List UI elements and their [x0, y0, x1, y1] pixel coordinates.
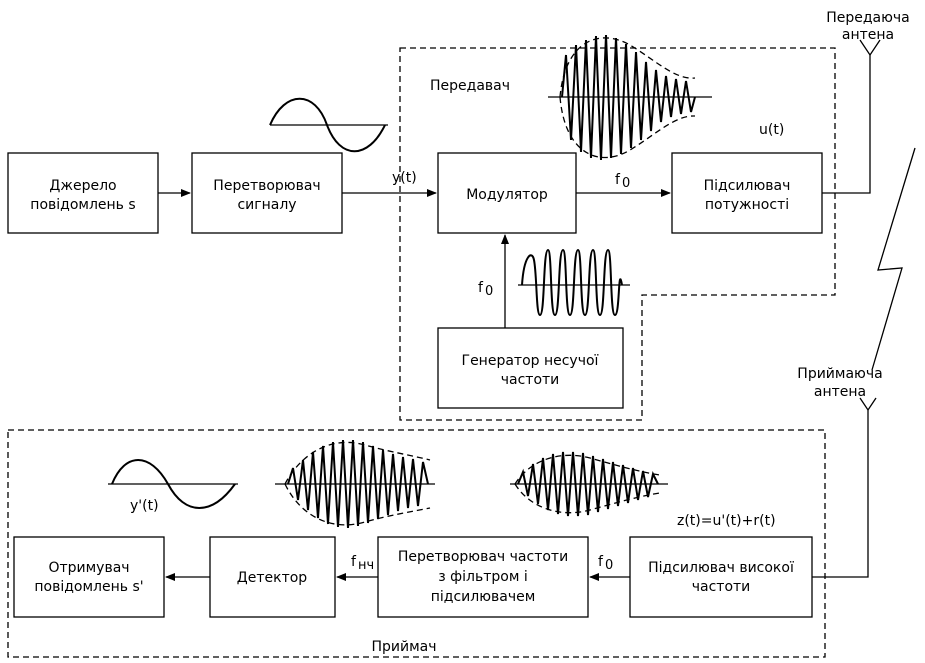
- u-t-label: u(t): [759, 122, 784, 138]
- am-wave-transmitter-icon: [548, 34, 712, 161]
- svg-text:f: f: [615, 172, 621, 188]
- power-amplifier-label-line1: Підсилювач: [704, 178, 791, 194]
- y-prime-t-label: y'(t): [130, 498, 159, 514]
- svg-text:нч: нч: [358, 558, 374, 573]
- frequency-converter-label-line2: з фільтром і: [438, 569, 527, 585]
- wire-amplifier-to-antenna: [822, 55, 871, 194]
- signal-converter-label-line2: сигналу: [237, 197, 296, 213]
- modulator-block: Модулятор: [437, 152, 577, 234]
- frequency-converter-label-line3: підсилювачем: [431, 589, 536, 605]
- am-wave-received-small-icon: [510, 451, 668, 517]
- frequency-converter-block: Перетворювач частоти з фільтром і підсил…: [377, 536, 589, 618]
- receive-antenna-label-line1: Приймаюча: [797, 366, 882, 382]
- detector-block: Детектор: [209, 536, 336, 618]
- frequency-converter-label-line1: Перетворювач частоти: [398, 549, 568, 565]
- transmitter-label: Передавач: [430, 78, 510, 94]
- svg-text:0: 0: [622, 176, 630, 191]
- signal-converter-block: Перетворювач сигналу: [191, 152, 343, 234]
- receiver-region: [7, 429, 826, 658]
- hf-amplifier-label-line2: частоти: [692, 579, 751, 595]
- hf-amplifier-block: Підсилювач високої частоти: [629, 536, 813, 618]
- wire-antenna-to-hf-amp: [812, 410, 869, 578]
- power-amplifier-block: Підсилювач потужності: [671, 152, 823, 234]
- f0-label-receiver: f 0: [598, 554, 613, 573]
- modulator-label: Модулятор: [466, 187, 548, 203]
- f0-label-generator-out: f 0: [478, 280, 493, 299]
- transmit-antenna-label-line2: антена: [842, 27, 894, 43]
- signal-converter-label-line1: Перетворювач: [213, 178, 320, 194]
- message-sink-block: Отримувач повідомлень s': [13, 536, 165, 618]
- carrier-generator-label-line1: Генератор несучої: [462, 353, 599, 369]
- message-sink-label-line1: Отримувач: [48, 560, 129, 576]
- svg-text:0: 0: [485, 284, 493, 299]
- carrier-generator-label-line2: частоти: [501, 372, 560, 388]
- svg-text:f: f: [598, 554, 604, 570]
- carrier-generator-block: Генератор несучої частоти: [437, 327, 624, 409]
- svg-text:f: f: [478, 280, 484, 296]
- detector-label: Детектор: [237, 570, 307, 586]
- message-sink-label-line2: повідомлень s': [34, 579, 143, 595]
- f0-label-modulator-out: f 0: [615, 172, 630, 191]
- z-t-label: z(t)=u'(t)+r(t): [677, 513, 776, 529]
- receiver-label: Приймач: [371, 639, 436, 655]
- am-wave-received-large-icon: [275, 439, 435, 529]
- transmitter-region: [399, 47, 836, 421]
- source-label-line2: повідомлень s: [30, 197, 135, 213]
- power-amplifier-label-line2: потужності: [705, 197, 789, 213]
- transmit-antenna-label-line1: Передаюча: [826, 10, 910, 26]
- svg-text:f: f: [351, 554, 357, 570]
- transmit-antenna-icon: [859, 39, 881, 57]
- svg-text:0: 0: [605, 558, 613, 573]
- radio-link-lightning-icon: [871, 147, 916, 371]
- source-label-line1: Джерело: [49, 178, 116, 194]
- carrier-wave-icon: [518, 248, 630, 317]
- hf-amplifier-label-line1: Підсилювач високої: [648, 560, 794, 576]
- source-block: Джерело повідомлень s: [7, 152, 159, 234]
- y-t-label: y(t): [392, 170, 417, 186]
- f-lf-label: f нч: [351, 554, 374, 573]
- receive-antenna-label-line2: антена: [814, 384, 866, 400]
